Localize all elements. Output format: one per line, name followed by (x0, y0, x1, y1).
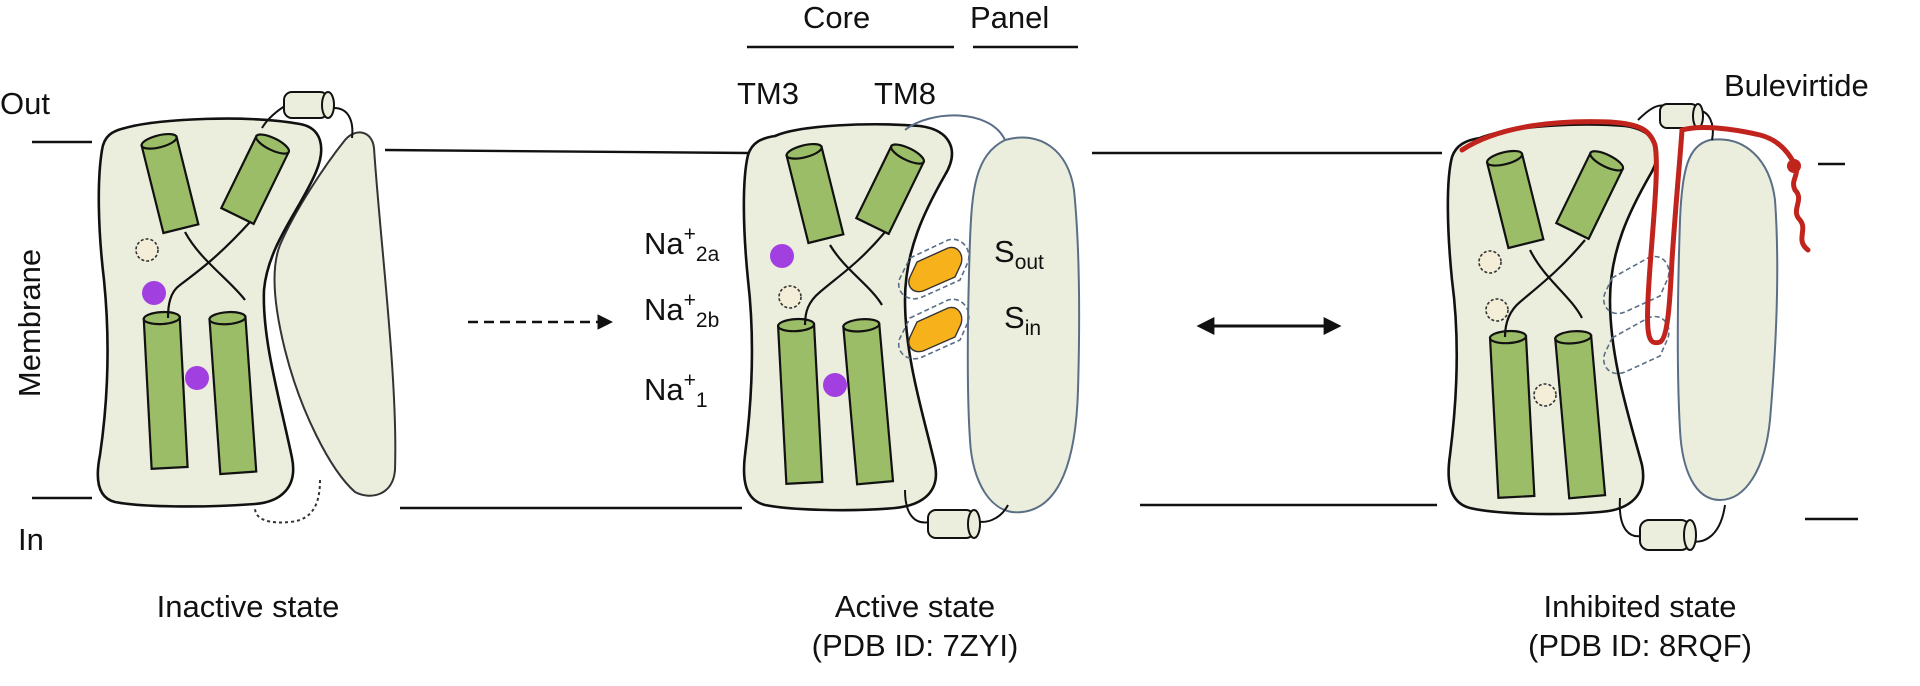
sodium-1-label: Na+1 (644, 370, 708, 411)
membrane-label: Membrane (12, 248, 47, 398)
active-panel-domain (966, 136, 1081, 514)
sodium-2a-index: 2a (695, 243, 720, 266)
inhibited-core-domain (1446, 123, 1659, 516)
inhibited-helices (1485, 149, 1625, 500)
tm3-label: TM3 (737, 76, 799, 111)
inhibited-panel-domain (1676, 138, 1779, 502)
bulevirtide-myristoyl-anchor (1787, 159, 1801, 173)
sodium-2a-label: Na+2a (644, 224, 719, 265)
bulevirtide-label: Bulevirtide (1724, 68, 1869, 103)
inactive-helix-3 (142, 310, 189, 470)
sodium-1-base: Na (644, 372, 684, 407)
active-crossover-loop (803, 231, 886, 326)
inactive-panel-domain (273, 131, 397, 497)
active-sodium-1 (823, 373, 847, 397)
site-in-index: in (1024, 317, 1042, 340)
active-helix-3 (776, 317, 824, 485)
core-label: Core (803, 0, 871, 35)
inhibited-empty-site-3 (1533, 383, 1557, 407)
inhibited-state-pdb: (PDB ID: 8RQF) (1528, 627, 1752, 663)
membrane-outer-line-2 (384, 148, 749, 155)
sodium-2a-charge: + (683, 223, 696, 246)
inhibited-empty-substrate-pockets (1603, 255, 1670, 375)
active-sodium-2a (770, 244, 794, 268)
inactive-helix-1 (140, 132, 200, 235)
active-transporter (742, 114, 1081, 539)
active-state-title: Active state (834, 589, 996, 624)
active-core-domain (742, 123, 954, 512)
active-helix-tm8-top (854, 143, 926, 236)
inactive-helix-2 (219, 133, 291, 226)
inactive-sodium-ion-2 (185, 366, 209, 390)
sodium-1-index: 1 (695, 389, 708, 412)
inhibited-state-title: Inhibited state (1543, 589, 1737, 624)
sodium-2b-charge: + (683, 289, 696, 312)
inhibited-crossover-loop (1503, 239, 1586, 338)
sodium-2b-index: 2b (695, 309, 720, 332)
sodium-2a-base: Na (644, 226, 684, 261)
active-substrate-sout (898, 238, 970, 300)
sodium-1-charge: + (683, 369, 696, 392)
inactive-loop-right (333, 107, 354, 139)
active-state-pdb: (PDB ID: 7ZYI) (811, 627, 1019, 663)
active-helices (776, 142, 926, 486)
inactive-dotted-loop (254, 479, 321, 524)
sodium-2b-label: Na+2b (644, 290, 719, 331)
inactive-state-title: Inactive state (156, 589, 340, 624)
site-out-index: out (1014, 251, 1044, 274)
inhibited-transporter (1446, 103, 1811, 551)
sodium-2b-base: Na (644, 292, 684, 327)
inactive-helices (140, 132, 291, 476)
membrane-lines (32, 140, 1858, 521)
tm8-label: TM8 (874, 76, 936, 111)
active-top-loop (904, 114, 1006, 141)
active-helix-tm3-top (785, 142, 845, 245)
inhibited-helix-2 (1554, 150, 1625, 241)
inhibited-empty-site-2 (1485, 298, 1509, 322)
active-empty-site-2b (778, 285, 802, 309)
active-state-caption: Active state (PDB ID: 7ZYI) (765, 588, 1065, 666)
inhibited-empty-site-1 (1478, 250, 1502, 274)
inhibited-state-caption: Inhibited state (PDB ID: 8RQF) (1480, 588, 1800, 666)
inactive-empty-site (135, 238, 159, 262)
inactive-helix-4 (208, 310, 258, 476)
panel-label: Panel (970, 0, 1050, 35)
inactive-transporter (96, 91, 397, 524)
inhibited-helix-3 (1488, 329, 1536, 499)
inhibited-helix-1 (1485, 149, 1545, 250)
active-substrate-sin (898, 298, 970, 360)
inhibited-short-helix-bottom (1639, 519, 1697, 551)
bulevirtide-peptide (1459, 119, 1811, 346)
site-in-base: S (1004, 300, 1025, 335)
inactive-crossover-loop (166, 221, 251, 319)
inactive-state-caption: Inactive state (118, 588, 378, 627)
substrate-site-in-label: Sin (1004, 302, 1041, 339)
inactive-short-helix (283, 91, 335, 119)
inactive-sodium-ion-1 (142, 281, 166, 305)
inhibited-short-helix-top (1659, 103, 1704, 129)
outside-label: Out (0, 86, 50, 121)
inhibited-helix-4 (1554, 330, 1607, 500)
active-helix-4 (842, 318, 895, 486)
active-short-helix (927, 509, 981, 539)
inside-label: In (18, 522, 44, 557)
site-out-base: S (994, 234, 1015, 269)
substrate-site-out-label: Sout (994, 236, 1044, 273)
